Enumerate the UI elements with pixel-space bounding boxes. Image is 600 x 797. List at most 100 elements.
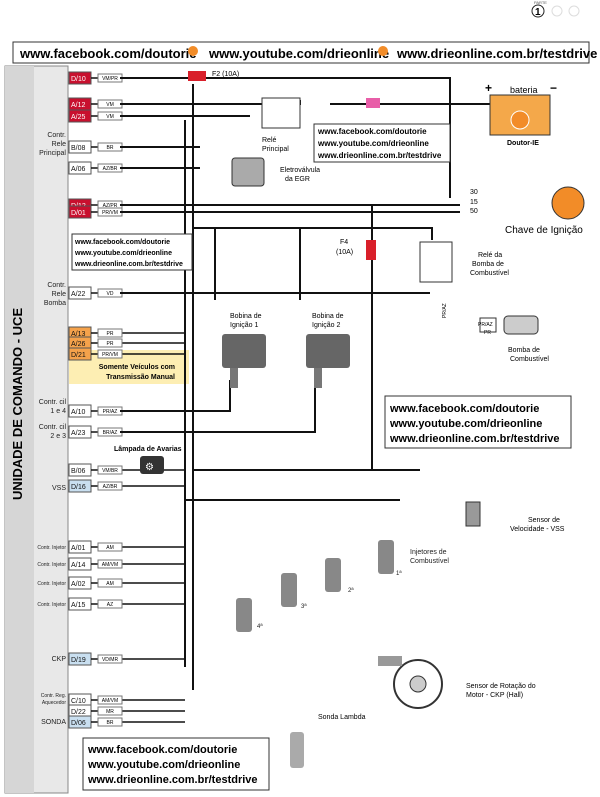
- svg-text:www.facebook.com/doutorie: www.facebook.com/doutorie: [74, 239, 170, 246]
- wire-code: VD: [107, 291, 114, 297]
- wire-tag: [97, 338, 123, 348]
- pin-id: D/06: [71, 720, 86, 727]
- wire-code: PR/VM: [102, 210, 118, 216]
- svg-text:www.youtube.com/drieonline: www.youtube.com/drieonline: [87, 759, 240, 771]
- svg-text:1ª: 1ª: [396, 570, 402, 577]
- pin-id: A/10: [71, 409, 86, 416]
- header-website: www.drieonline.com.br/testdrive: [396, 46, 597, 61]
- svg-text:Velocidade - VSS: Velocidade - VSS: [510, 526, 565, 533]
- wire-code: VM/BR: [102, 468, 118, 474]
- engine-icon: ⚙: [145, 462, 154, 473]
- wire-code: AZ/BR: [103, 166, 118, 172]
- svg-text:Bomba: Bomba: [44, 300, 66, 307]
- svg-text:www.drieonline.com.br/testdriv: www.drieonline.com.br/testdrive: [389, 433, 560, 445]
- svg-text:www.facebook.com/doutorie: www.facebook.com/doutorie: [317, 127, 427, 136]
- pin-id: D/01: [71, 210, 86, 217]
- pin-id: D/16: [71, 484, 86, 491]
- wire-code: VM: [106, 114, 114, 120]
- wire-code: AZ: [107, 602, 113, 608]
- wire-code: VD/MR: [102, 657, 119, 663]
- svg-text:50: 50: [470, 208, 478, 215]
- svg-text:3ª: 3ª: [301, 603, 307, 610]
- svg-text:Combustível: Combustível: [510, 356, 549, 363]
- svg-text:PR/AZ: PR/AZ: [478, 322, 493, 328]
- svg-text:Chave de Ignição: Chave de Ignição: [505, 225, 583, 236]
- svg-text:F2 (10A): F2 (10A): [212, 71, 239, 78]
- wire-code: AM: [106, 581, 114, 587]
- fuse-main: [366, 98, 380, 108]
- svg-text:Lâmpada de Avarias: Lâmpada de Avarias: [114, 446, 182, 453]
- wire-tag: [97, 578, 123, 588]
- svg-text:1: 1: [535, 7, 541, 18]
- svg-text:Bomba de: Bomba de: [508, 347, 540, 354]
- pin-id: A/23: [71, 430, 86, 437]
- ignition-key: 30 15 50 Chave de Ignição: [460, 186, 585, 236]
- svg-text:4ª: 4ª: [257, 623, 263, 630]
- pin-id: D/19: [71, 657, 86, 664]
- wire-tag: [97, 706, 123, 716]
- svg-text:PR/AZ: PR/AZ: [442, 303, 448, 318]
- injectors: Injetores de Combustível 1ª 2ª 3ª 4ª: [236, 540, 449, 632]
- wire-tag: [97, 465, 123, 475]
- svg-text:bateria: bateria: [510, 85, 538, 95]
- svg-text:Relé: Relé: [262, 137, 277, 144]
- wire-code: BR: [107, 720, 114, 726]
- svg-text:Sensor de: Sensor de: [528, 517, 560, 524]
- svg-text:PR: PR: [484, 330, 491, 336]
- pin-id: D/22: [71, 709, 86, 716]
- pin-id: A/06: [71, 166, 86, 173]
- svg-text:Ignição 2: Ignição 2: [312, 322, 341, 329]
- svg-text:F4: F4: [340, 239, 348, 246]
- wire-tag: [97, 654, 123, 664]
- svg-text:Contr. Injetor: Contr. Injetor: [37, 581, 66, 587]
- side-labels: Contr. Rele Principal Contr. Rele Bomba …: [37, 132, 66, 726]
- wire-code: PR: [107, 341, 114, 347]
- site-box-4: www.facebook.com/doutorie www.youtube.co…: [82, 737, 270, 791]
- svg-text:Motor - CKP (Hall): Motor - CKP (Hall): [466, 692, 523, 699]
- warning-lamp: Lâmpada de Avarias ⚙: [114, 446, 182, 474]
- ckp-sensor: Sensor de Rotação do Motor - CKP (Hall): [378, 656, 536, 709]
- pin-id: D/21: [71, 352, 86, 359]
- egr-valve: Eletroválvula da EGR: [231, 157, 320, 187]
- svg-text:www.drieonline.com.br/testdriv: www.drieonline.com.br/testdrive: [74, 261, 183, 268]
- svg-text:Injetores de: Injetores de: [410, 549, 447, 556]
- svg-text:Combustível: Combustível: [410, 558, 449, 565]
- svg-text:SONDA: SONDA: [41, 719, 66, 726]
- svg-text:Relé da: Relé da: [478, 252, 502, 259]
- svg-text:+: +: [485, 81, 492, 95]
- svg-text:Ignição 1: Ignição 1: [230, 322, 259, 329]
- svg-text:(10A): (10A): [336, 249, 353, 256]
- svg-text:Somente Veículos com: Somente Veículos com: [99, 364, 175, 371]
- svg-text:Principal: Principal: [39, 150, 66, 157]
- svg-text:PARTE: PARTE: [534, 0, 547, 5]
- svg-text:Bobina de: Bobina de: [230, 313, 262, 320]
- svg-text:www.facebook.com/doutorie: www.facebook.com/doutorie: [389, 403, 539, 415]
- svg-text:VSS: VSS: [52, 485, 66, 492]
- pin-id: A/13: [71, 331, 86, 338]
- header-bar: www.facebook.com/doutorie www.youtube.co…: [12, 41, 597, 64]
- wire-code: AZ/PR: [103, 203, 118, 209]
- logo-icon: [378, 46, 388, 56]
- pin-id: C/10: [71, 698, 86, 705]
- svg-text:Bobina de: Bobina de: [312, 313, 344, 320]
- svg-text:www.drieonline.com.br/testdriv: www.drieonline.com.br/testdrive: [87, 774, 258, 786]
- svg-text:www.youtube.com/drieonline: www.youtube.com/drieonline: [74, 250, 172, 257]
- wire-tag: [97, 717, 123, 727]
- pin-id: A/26: [71, 341, 86, 348]
- svg-text:15: 15: [470, 199, 478, 206]
- site-box-3: www.facebook.com/doutorie www.youtube.co…: [384, 395, 572, 449]
- wire-code: BR/AZ: [103, 430, 118, 436]
- relay-principal: Relé Principal: [261, 97, 301, 153]
- svg-text:CKP: CKP: [52, 656, 67, 663]
- wire-code: MR: [106, 709, 114, 715]
- svg-text:Rele: Rele: [52, 291, 67, 298]
- svg-text:www.youtube.com/drieonline: www.youtube.com/drieonline: [317, 139, 429, 148]
- svg-text:Contr.: Contr.: [47, 132, 66, 139]
- svg-text:2 e 3: 2 e 3: [50, 433, 66, 440]
- svg-text:Eletroválvula: Eletroválvula: [280, 167, 320, 174]
- wire-code: AM: [106, 545, 114, 551]
- svg-text:www.facebook.com/doutorie: www.facebook.com/doutorie: [87, 744, 237, 756]
- wire-tag: [97, 328, 123, 338]
- svg-text:2ª: 2ª: [348, 587, 354, 594]
- svg-text:Doutor-IE: Doutor-IE: [507, 140, 539, 147]
